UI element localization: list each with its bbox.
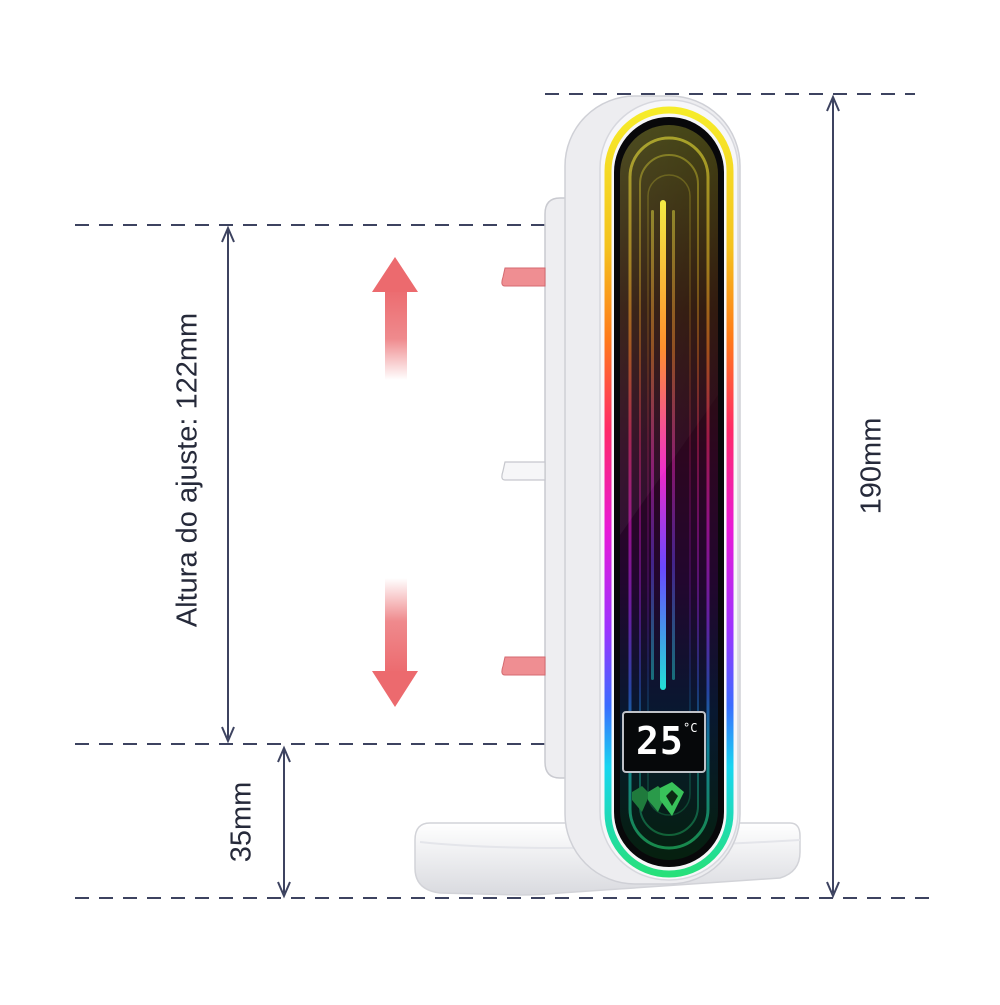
total-height-label: 190mm <box>855 417 888 515</box>
base-height-label: 35mm <box>225 781 258 863</box>
dimension-guides <box>75 93 935 899</box>
brand-logo-icon <box>632 782 684 816</box>
stand-body <box>564 95 741 885</box>
temperature-display <box>622 711 706 773</box>
adjust-up-arrow <box>372 257 418 380</box>
dimension-arrows <box>221 94 840 899</box>
temperature-value: 25 <box>636 719 684 763</box>
adjust-down-arrow <box>372 578 418 707</box>
temperature-unit: °C <box>683 721 698 735</box>
adjust-height-label: Altura do ajuste: 122mm <box>171 312 204 628</box>
